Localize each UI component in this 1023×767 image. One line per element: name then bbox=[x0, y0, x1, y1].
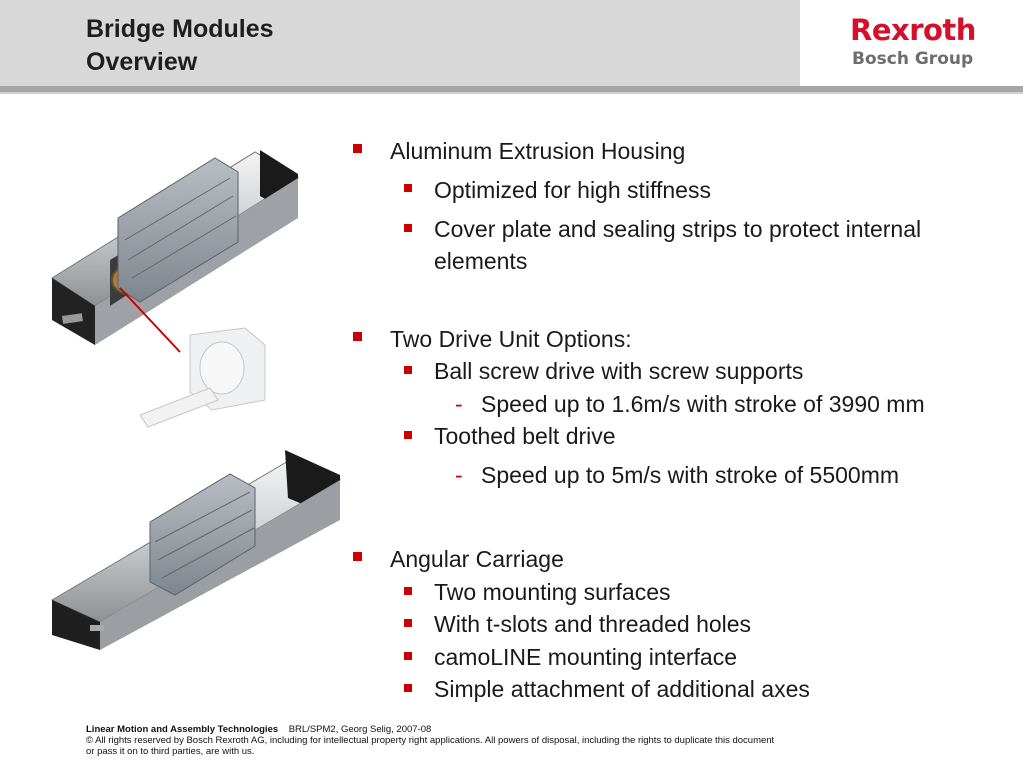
section-heading-drive: Two Drive Unit Options: bbox=[390, 326, 632, 352]
list-item: Cover plate and sealing strips to protec… bbox=[434, 216, 922, 242]
bullet-marker bbox=[353, 552, 362, 561]
list-item: camoLINE mounting interface bbox=[434, 644, 737, 670]
bullet-marker bbox=[353, 144, 362, 153]
ball-screw-module-image bbox=[51, 150, 299, 353]
dash-marker: - bbox=[455, 462, 463, 488]
section-heading-carriage: Angular Carriage bbox=[390, 546, 564, 572]
footer-org: Linear Motion and Assembly Technologies bbox=[86, 724, 279, 735]
list-item: Ball screw drive with screw supports bbox=[434, 358, 804, 384]
footer-ref: BRL/SPM2, Georg Selig, 2007-08 bbox=[288, 724, 432, 735]
page-title-line1: Bridge Modules bbox=[86, 15, 274, 43]
sub-list-item: Speed up to 5m/s with stroke of 5500mm bbox=[481, 462, 900, 488]
toothed-belt-module-image bbox=[50, 450, 342, 650]
list-item: Optimized for high stiffness bbox=[434, 177, 711, 203]
footer: Linear Motion and Assembly Technologies … bbox=[86, 724, 774, 757]
list-item: Toothed belt drive bbox=[434, 423, 616, 449]
bullet-marker bbox=[404, 652, 412, 660]
bullet-marker bbox=[404, 366, 412, 374]
dash-marker: - bbox=[455, 391, 463, 417]
list-item: With t-slots and threaded holes bbox=[434, 611, 752, 637]
header-divider-thin bbox=[0, 92, 1023, 94]
logo-area bbox=[802, 0, 1023, 86]
footer-copyright-line2: or pass it on to third parties, are with… bbox=[86, 746, 255, 757]
product-illustrations bbox=[50, 150, 342, 650]
bullet-marker bbox=[404, 224, 412, 232]
sub-list-item: Speed up to 1.6m/s with stroke of 3990 m… bbox=[481, 391, 925, 417]
page-title: Bridge Modules Overview bbox=[86, 13, 274, 79]
page-title-line2: Overview bbox=[86, 48, 198, 76]
bullet-marker bbox=[353, 332, 362, 341]
footer-copyright-line1: © All rights reserved by Bosch Rexroth A… bbox=[86, 735, 775, 746]
list-item: Two mounting surfaces bbox=[434, 579, 671, 605]
bosch-group-logo: Bosch Group bbox=[852, 49, 974, 69]
bullet-marker bbox=[404, 587, 412, 595]
list-item: Simple attachment of additional axes bbox=[434, 676, 810, 702]
drive-unit-detail-image bbox=[139, 327, 266, 428]
header-divider bbox=[0, 86, 1023, 92]
bullet-marker bbox=[404, 431, 412, 439]
list-item-continuation: elements bbox=[434, 248, 528, 274]
footer-line1: Linear Motion and Assembly Technologies … bbox=[86, 724, 774, 735]
header-band bbox=[0, 0, 800, 86]
rexroth-logo: Rexroth bbox=[850, 13, 976, 47]
bullet-marker bbox=[404, 684, 412, 692]
bullet-marker bbox=[404, 619, 412, 627]
bullet-marker bbox=[404, 184, 412, 192]
section-heading-housing: Aluminum Extrusion Housing bbox=[390, 138, 686, 164]
